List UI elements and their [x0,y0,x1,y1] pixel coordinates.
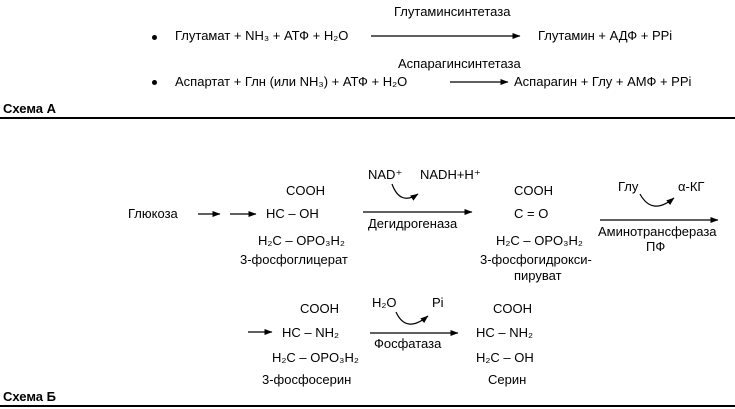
scheme-b-title: Схема Б [3,389,56,404]
m2-name-2: пируват [514,268,562,283]
m4-cooh: COOH [493,301,532,316]
m3-cooh: COOH [300,301,339,316]
scheme-a-divider [0,117,735,119]
reaction-1-products: Глутамин + АДФ + PPi [538,28,673,43]
m2-name-1: 3-фосфогидрокси- [480,252,592,267]
m3-name: 3-фосфосерин [262,372,352,387]
scheme-b-divider [0,405,735,407]
reaction-1-enzyme: Глутаминсинтетаза [394,4,511,19]
m4-name: Серин [488,372,527,387]
step1-nadh: NADH+H⁺ [420,167,481,182]
glucose-label: Глюкоза [128,206,178,221]
m1-name: 3-фосфоглицерат [240,252,348,267]
reaction-2-substrates: Аспартат + Глн (или NH₃) + АТФ + H₂O [175,74,408,89]
m2-co: C = O [514,206,549,221]
m1-cooh: COOH [286,183,325,198]
m4-ch2oh: H₂C – OH [476,350,534,365]
m1-choh: HC – OH [266,206,319,221]
m2-cooh: COOH [514,183,553,198]
step2-enzyme-1: Аминотрансфераза [598,224,717,239]
step1-cofactor-arc [391,183,419,201]
m3-ch2: H₂C – OPO₃H₂ [272,350,359,365]
step2-cofactor-arc [639,193,675,207]
m2-ch2: H₂C – OPO₃H₂ [496,233,583,248]
step2-akg: α-КГ [678,179,705,194]
step2-glu: Глу [618,179,639,194]
scheme-a-title: Схема А [3,101,57,116]
step1-nad: NAD⁺ [368,167,403,182]
bullet-reaction-2 [152,80,157,85]
step3-cofactor-arc [395,311,429,325]
step3-pi: Pi [432,295,444,310]
bullet-reaction-1 [152,35,157,40]
m4-chnh2: HC – NH₂ [476,325,534,340]
reaction-2-products: Аспарагин + Глу + АМФ + PPi [514,74,692,89]
step3-h2o: H₂O [372,295,397,310]
m1-ch2: H₂C – OPO₃H₂ [258,233,345,248]
step3-enzyme: Фосфатаза [374,336,442,351]
m3-chnh2: HC – NH₂ [282,325,340,340]
step2-enzyme-2: ПФ [646,239,666,254]
step1-enzyme: Дегидрогеназа [368,216,458,231]
reaction-2-enzyme: Аспарагинсинтетаза [398,56,521,71]
reaction-1-substrates: Глутамат + NH₃ + АТФ + H₂O [175,28,349,43]
